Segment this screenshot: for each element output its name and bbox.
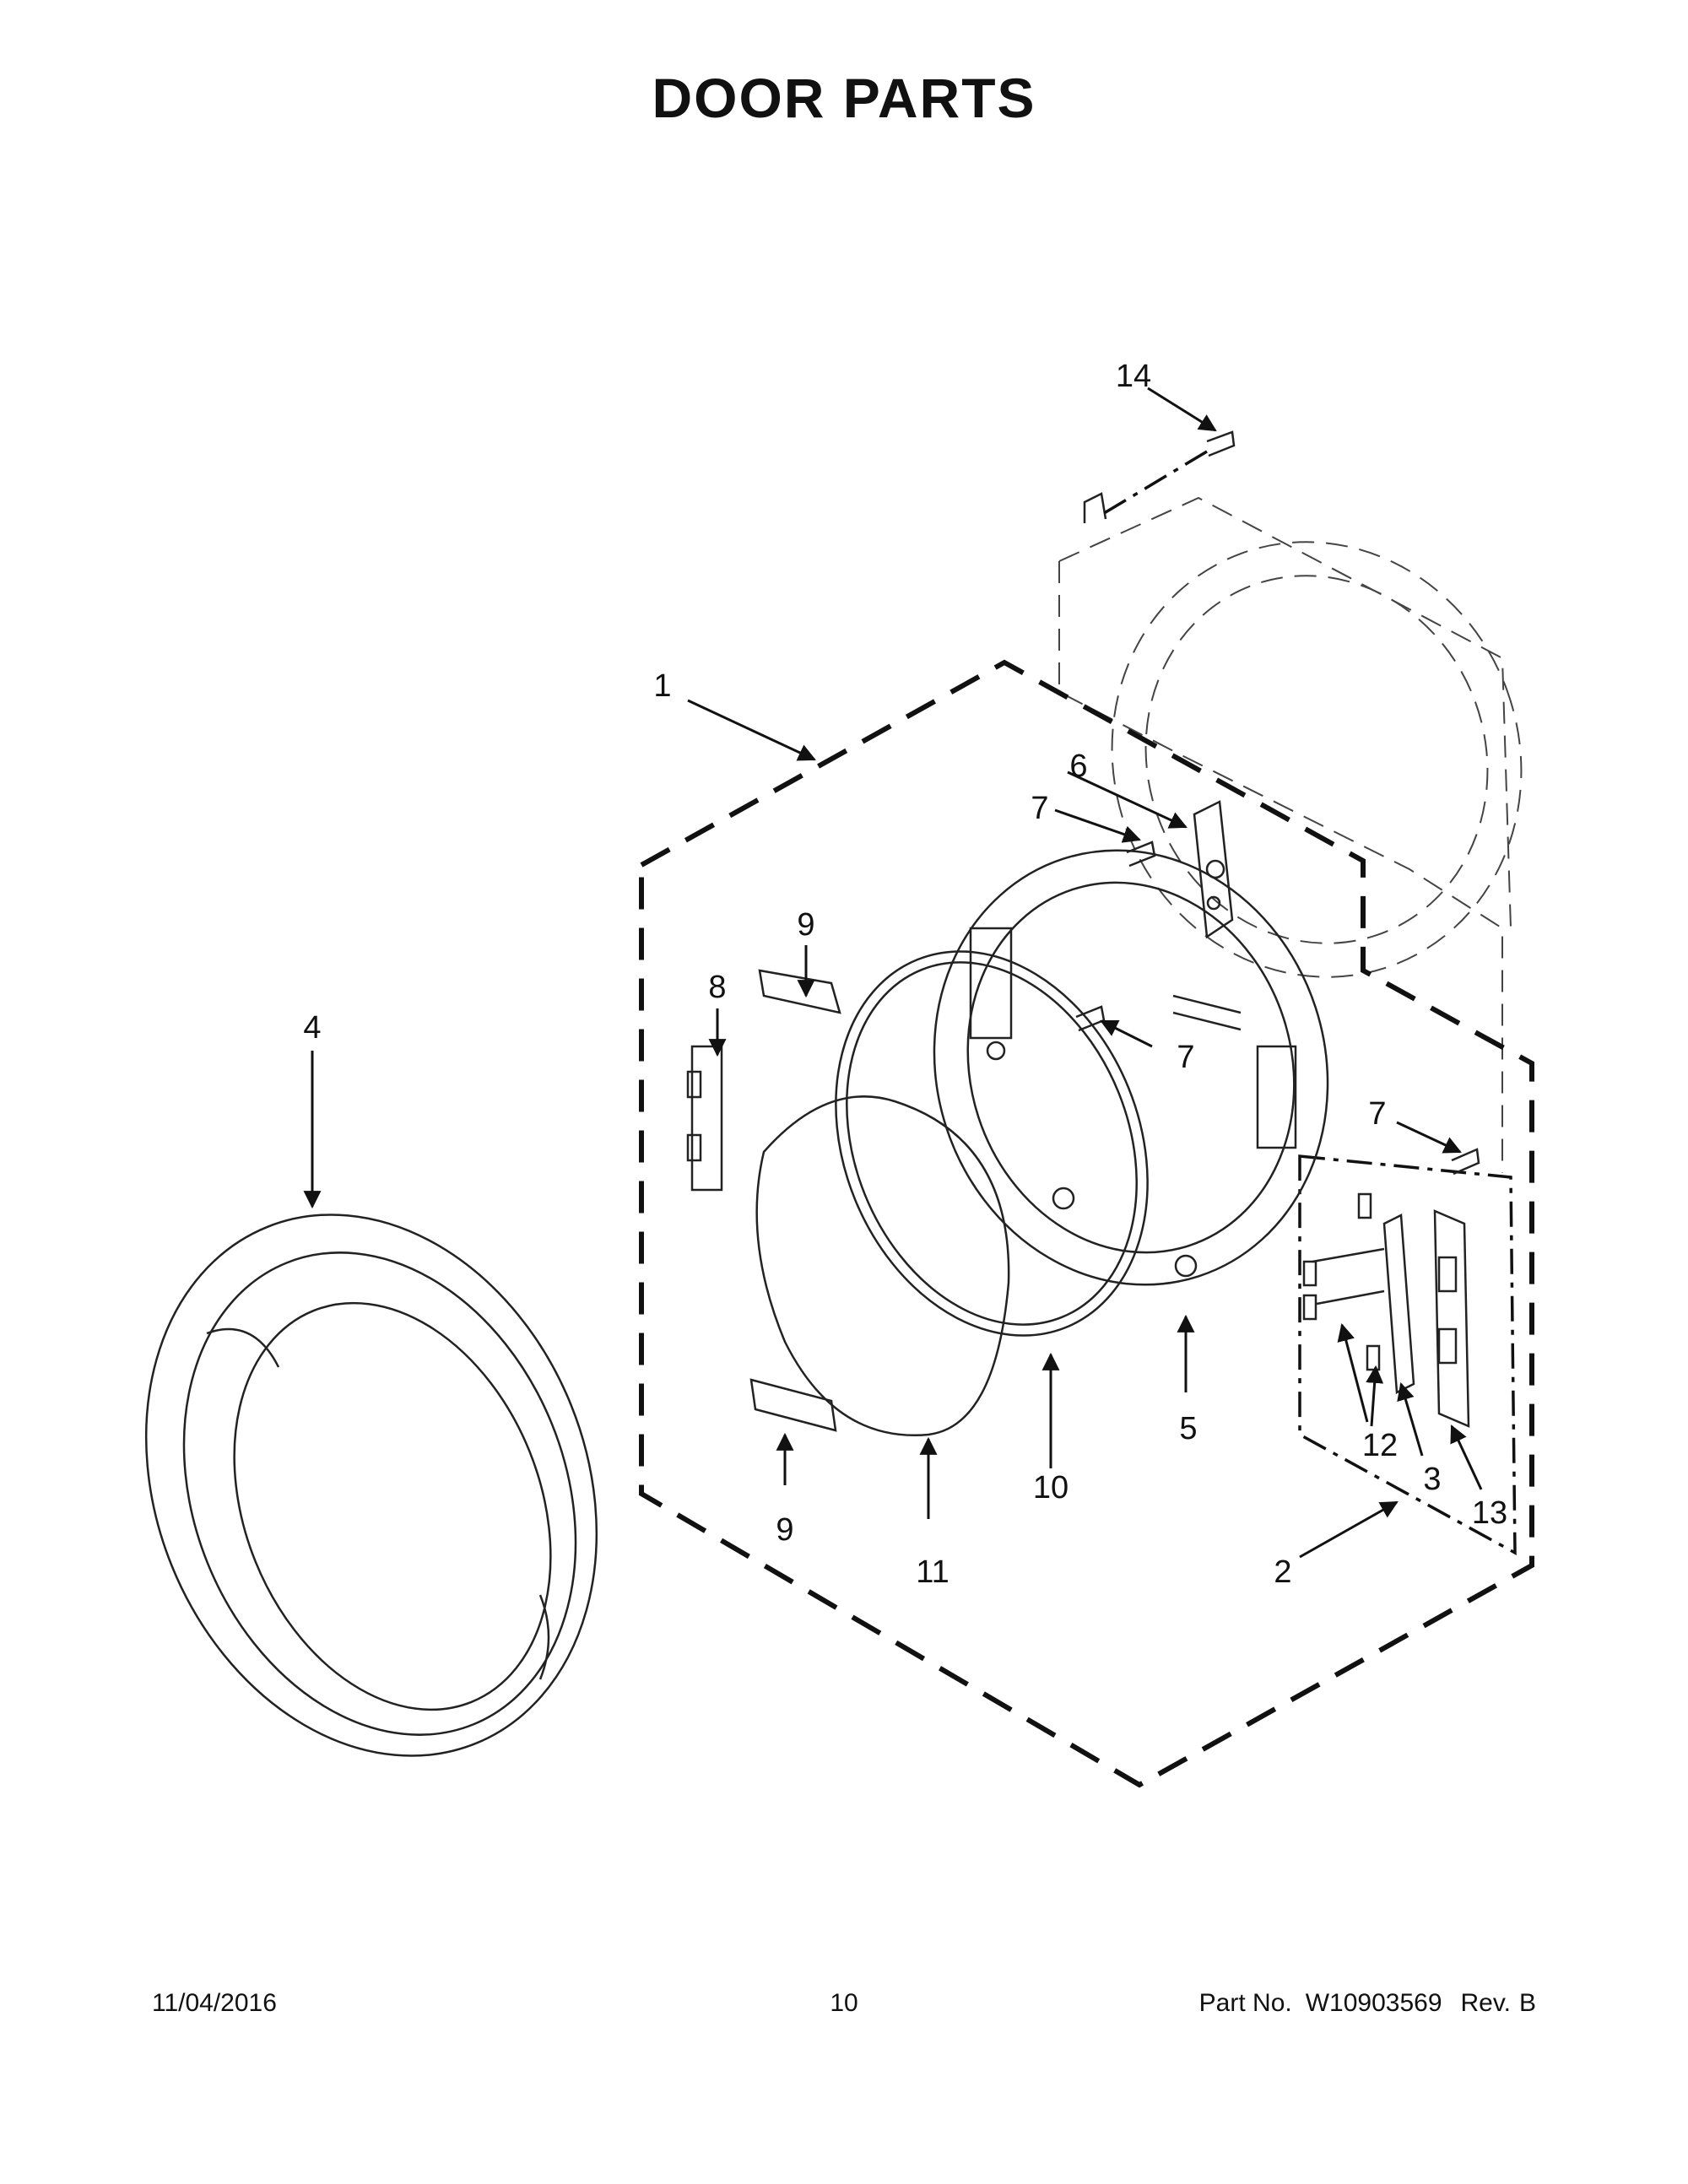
callout-7-middle: 7 — [1177, 1040, 1194, 1075]
callout-13: 13 — [1472, 1495, 1507, 1531]
page-title: DOOR PARTS — [652, 67, 1036, 129]
cabinet-outline — [1058, 492, 1523, 1173]
footer-part-info: Part No. W10903569 Rev.B — [1199, 1989, 1536, 2018]
part-number-label: Part No. — [1198, 1989, 1292, 2017]
callout-10: 10 — [1033, 1470, 1069, 1506]
callout-7-top: 7 — [1031, 791, 1048, 826]
revision-label: Rev. — [1460, 1989, 1511, 2017]
part-number: W10903569 — [1305, 1989, 1442, 2017]
screws — [1075, 430, 1480, 1176]
callout-5: 5 — [1179, 1411, 1197, 1446]
door-trim-ring — [144, 1214, 598, 1757]
footer-page-number: 10 — [830, 1989, 858, 2017]
hinge-plate — [686, 1045, 723, 1192]
callout-4: 4 — [303, 1010, 321, 1046]
callout-14: 14 — [1116, 359, 1151, 394]
strike-top — [758, 969, 841, 1014]
callout-7-right: 7 — [1368, 1096, 1386, 1132]
callout-11: 11 — [916, 1554, 949, 1590]
callout-8: 8 — [708, 970, 726, 1005]
revision-value: B — [1518, 1989, 1536, 2017]
inner-door-frame — [933, 849, 1329, 1286]
callout-2: 2 — [1274, 1554, 1291, 1590]
strike-bottom — [749, 1378, 837, 1432]
door-glass — [755, 1095, 1010, 1436]
hinge-assembly-outline — [1298, 1154, 1517, 1555]
hinge-pins — [1302, 1192, 1381, 1371]
door-assembly-outline — [639, 659, 1534, 1788]
hinge — [1312, 1214, 1415, 1394]
hinge-cover — [1433, 1209, 1470, 1428]
callout-1: 1 — [653, 668, 671, 704]
callout-6: 6 — [1069, 749, 1087, 784]
lock-bracket — [1193, 800, 1234, 939]
footer-date: 11/04/2016 — [152, 1989, 277, 2017]
callout-12: 12 — [1362, 1428, 1398, 1463]
callout-9-bottom: 9 — [776, 1512, 793, 1548]
leader-lines — [303, 387, 1483, 1559]
callout-9-top: 9 — [797, 907, 814, 943]
callout-3: 3 — [1423, 1462, 1441, 1497]
door-gasket — [835, 950, 1149, 1337]
